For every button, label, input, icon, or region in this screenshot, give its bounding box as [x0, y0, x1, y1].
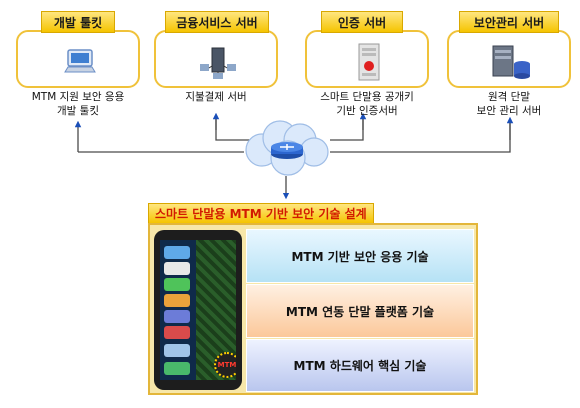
server-card-toolkit [16, 30, 140, 88]
server-desc-security: 원격 단말 보안 관리 서버 [476, 91, 542, 117]
smartphone-image: MTM [154, 230, 242, 390]
app-icon [164, 262, 190, 275]
network-server-icon [200, 47, 236, 79]
server-desc-toolkit: MTM 지원 보안 응용 개발 툴킷 [31, 91, 125, 117]
layer-hardware: MTM 하드웨어 핵심 기술 [246, 339, 474, 392]
app-icon [164, 362, 190, 375]
app-icon [164, 246, 190, 259]
app-icon [164, 294, 190, 307]
server-card-security [447, 30, 571, 88]
server-title-auth: 인증 서버 [321, 11, 403, 33]
router-icon [271, 142, 303, 159]
network-cloud [245, 120, 329, 176]
server-desc-auth: 스마트 단말용 공개키 기반 인증서버 [320, 91, 414, 117]
server-rack-icon [358, 43, 380, 81]
app-icon [164, 278, 190, 291]
server-desc-finance: 지불결제 서버 [185, 91, 247, 103]
database-server-icon [492, 45, 530, 79]
app-icon [164, 326, 190, 339]
tech-section-title: 스마트 단말용 MTM 기반 보안 기술 설계 [148, 203, 374, 224]
app-icon [164, 344, 190, 357]
server-title-finance: 금융서비스 서버 [165, 11, 269, 33]
server-card-auth [305, 30, 429, 88]
mtm-chip: MTM [214, 352, 236, 378]
laptop-icon [64, 49, 96, 73]
layer-application: MTM 기반 보안 응용 기술 [246, 229, 474, 283]
app-icon [164, 310, 190, 323]
server-title-toolkit: 개발 툴킷 [41, 11, 115, 33]
server-title-security: 보안관리 서버 [459, 11, 559, 33]
layer-platform: MTM 연동 단말 플랫폼 기술 [246, 284, 474, 338]
phone-screen: MTM [160, 240, 236, 380]
server-card-finance [154, 30, 278, 88]
connector-security [330, 122, 511, 153]
connector-auth [330, 118, 364, 141]
